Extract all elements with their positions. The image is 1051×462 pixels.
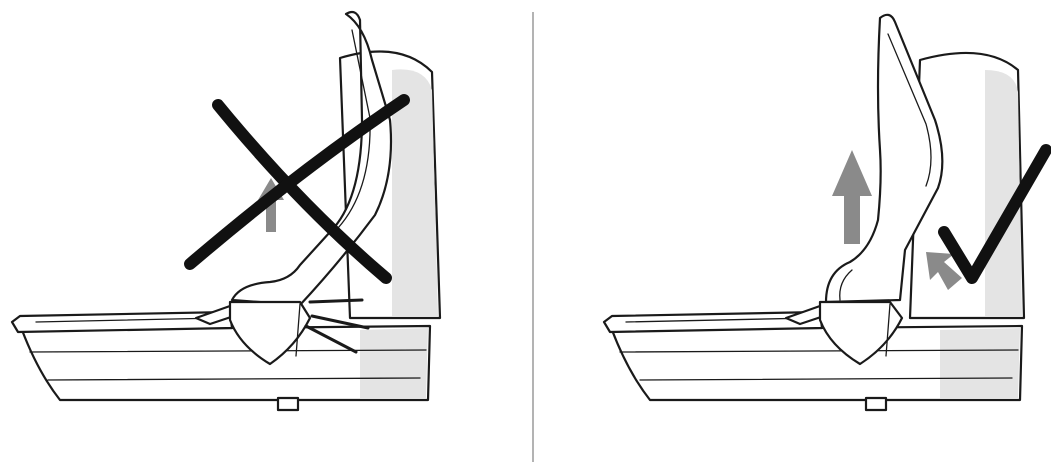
- hinge-left: [228, 300, 312, 366]
- toilet-seat-left: [10, 304, 236, 334]
- panel-correct: [602, 13, 1051, 412]
- blocked-lines-left: [304, 298, 370, 354]
- toilet-bowl-right: [610, 324, 1024, 412]
- hinge-right: [818, 300, 904, 366]
- push-arrow-icon: [926, 252, 962, 290]
- panel-incorrect: [10, 10, 442, 412]
- toilet-seat-right: [602, 304, 826, 334]
- toilet-tank-right: [908, 51, 1026, 320]
- seat-lid-right: [824, 13, 944, 304]
- toilet-bowl-left: [20, 324, 432, 412]
- up-arrow-icon: [832, 150, 872, 244]
- check-icon: [938, 144, 1051, 284]
- cross-icon: [184, 94, 410, 284]
